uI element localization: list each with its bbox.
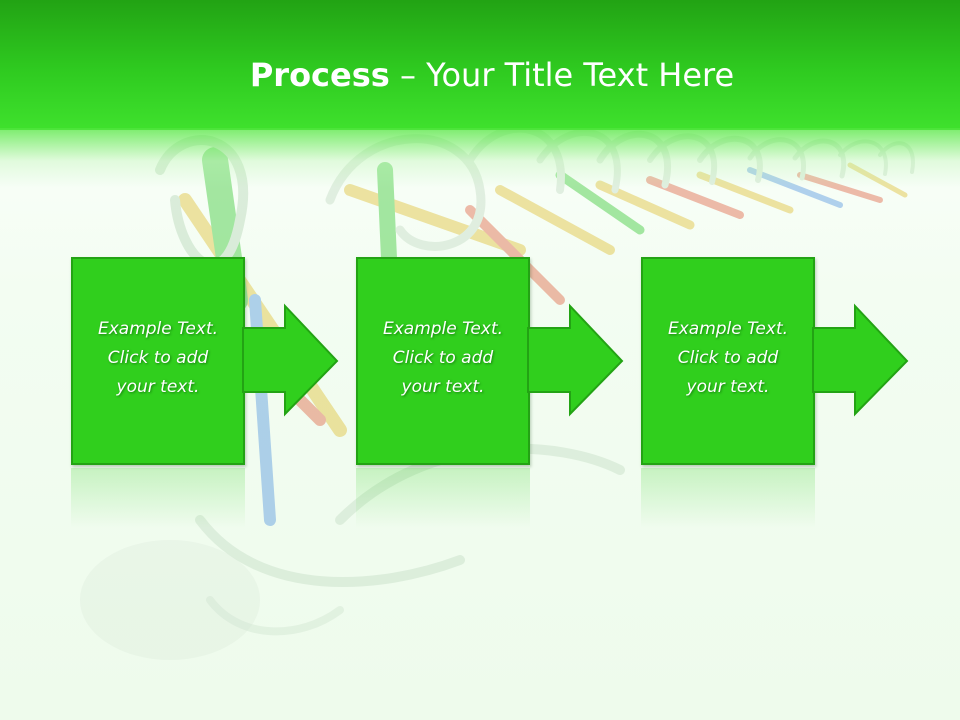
arrow-right-icon[interactable] xyxy=(242,303,339,417)
step-text-line: Example Text. xyxy=(382,319,504,339)
arrow-right-icon[interactable] xyxy=(527,303,624,417)
title-rest: – Your Title Text Here xyxy=(389,56,735,94)
step-text-line: Click to add xyxy=(677,348,779,368)
process-step-3-box[interactable]: Example Text. Click to add your text. xyxy=(641,257,815,465)
process-step-1-text[interactable]: Example Text. Click to add your text. xyxy=(73,315,243,402)
block-reflection xyxy=(356,468,530,528)
arrow-right-icon[interactable] xyxy=(812,303,909,417)
step-text-line: your text. xyxy=(401,377,485,397)
step-text-line: your text. xyxy=(116,377,200,397)
block-reflection xyxy=(71,468,245,528)
process-step-1-box[interactable]: Example Text. Click to add your text. xyxy=(71,257,245,465)
process-step-3-text[interactable]: Example Text. Click to add your text. xyxy=(643,315,813,402)
process-step-2-text[interactable]: Example Text. Click to add your text. xyxy=(358,315,528,402)
step-text-line: Click to add xyxy=(392,348,494,368)
process-step-2-box[interactable]: Example Text. Click to add your text. xyxy=(356,257,530,465)
step-text-line: Click to add xyxy=(107,348,209,368)
step-text-line: Example Text. xyxy=(667,319,789,339)
slide-title[interactable]: Process – Your Title Text Here xyxy=(0,55,960,95)
title-bar-glow xyxy=(0,128,960,188)
title-bar xyxy=(0,0,960,130)
block-reflection xyxy=(641,468,815,528)
step-text-line: your text. xyxy=(686,377,770,397)
title-bold: Process xyxy=(249,56,390,94)
step-text-line: Example Text. xyxy=(97,319,219,339)
